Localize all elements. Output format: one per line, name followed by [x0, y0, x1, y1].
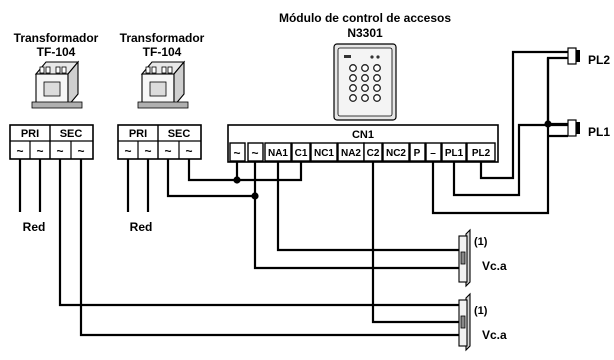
cn1-terminal-pl2: PL2 — [472, 148, 491, 159]
cn1-terminal-pl1: PL1 — [445, 148, 464, 159]
transformer-2: Transformador TF-104 PRI SEC ~ ~ ~ ~ Red — [117, 31, 205, 234]
transformer-1-device-icon — [31, 60, 83, 109]
cn1-terminal-p: P — [414, 148, 421, 159]
cn1-terminal-c2: C2 — [367, 148, 380, 159]
lock-1-supply: Vc.a — [482, 259, 507, 273]
transformer-2-title: Transformador — [120, 31, 205, 45]
transformer-2-terminal-block — [117, 124, 202, 160]
pushbutton-pl2-label: PL2 — [588, 53, 610, 67]
transformer-1: Transformador TF-104 PRI SEC ~ ~ ~ ~ Red — [9, 31, 99, 234]
cn1-terminal-nc1: NC1 — [314, 148, 334, 159]
transformer-1-terminal: ~ — [77, 144, 84, 158]
cn1-terminal-cells — [229, 142, 496, 162]
cn1-terminal-ac2: ~ — [251, 146, 258, 160]
transformer-1-terminal: ~ — [16, 144, 23, 158]
transformer-2-terminal: ~ — [124, 144, 131, 158]
transformer-2-sec-label: SEC — [168, 128, 191, 140]
cn1-terminal-nc2: NC2 — [386, 148, 406, 159]
transformer-2-terminal: ~ — [164, 144, 171, 158]
module-model: N3301 — [347, 26, 383, 40]
transformer-2-terminal: ~ — [144, 144, 151, 158]
transformer-2-device-icon — [137, 60, 189, 109]
cn1-terminal-na2: NA2 — [341, 148, 361, 159]
transformer-1-terminal-block — [9, 124, 94, 160]
transformer-1-terminal: ~ — [36, 144, 43, 158]
transformer-1-supply-label: Red — [23, 220, 46, 234]
transformer-2-model: TF-104 — [143, 45, 182, 59]
electric-lock-2: (1) Vc.a — [458, 292, 507, 352]
wires — [18, 50, 568, 337]
cn1-terminal-minus: – — [430, 148, 436, 159]
junction-dots — [233, 120, 552, 200]
lock-1-note: (1) — [474, 236, 488, 248]
cn1-terminal-ac1: ~ — [233, 146, 240, 160]
transformer-2-pri-label: PRI — [129, 128, 147, 140]
pushbutton-pl2: PL2 — [567, 47, 610, 67]
transformer-1-model: TF-104 — [37, 45, 76, 59]
cn1-terminal-c1: C1 — [295, 148, 308, 159]
transformer-2-terminal: ~ — [185, 144, 192, 158]
lock-2-note: (1) — [474, 305, 488, 317]
transformer-1-terminal: ~ — [56, 144, 63, 158]
transformer-1-title: Transformador — [14, 31, 99, 45]
module-title: Módulo de control de accesos — [279, 11, 451, 25]
transformer-1-pri-label: PRI — [21, 128, 39, 140]
pushbutton-pl1: PL1 — [567, 119, 610, 139]
access-control-module: Módulo de control de accesos N3301 CN1 — [227, 11, 499, 163]
keypad-device-icon — [333, 43, 397, 121]
transformer-1-sec-label: SEC — [60, 128, 83, 140]
transformer-2-supply-label: Red — [130, 220, 153, 234]
lock-2-supply: Vc.a — [482, 328, 507, 342]
pushbutton-pl1-label: PL1 — [588, 125, 610, 139]
electric-lock-1: (1) Vc.a — [458, 228, 507, 288]
cn1-label: CN1 — [352, 129, 374, 141]
cn1-terminal-na1: NA1 — [268, 148, 288, 159]
